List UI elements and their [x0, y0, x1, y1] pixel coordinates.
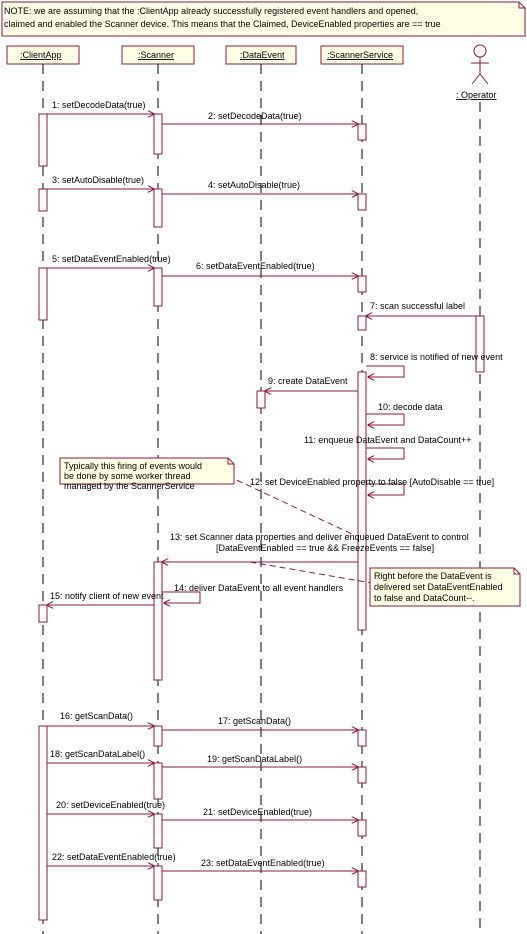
object-scanner[interactable]: :Scanner: [121, 45, 195, 65]
note-before-line3: to false and DataCount--.: [374, 593, 475, 603]
message-label-20: 20: setDeviceEnabled(true): [56, 800, 165, 810]
activation-service-3: [357, 275, 367, 293]
message-label-4: 4: setAutoDisable(true): [208, 180, 300, 190]
activation-clientapp-5: [38, 725, 48, 921]
message-label-6: 6: setDataEventEnabled(true): [196, 261, 315, 271]
message-label-7: 7: scan successful label: [370, 301, 465, 311]
note-worker-line1: Typically this firing of events would: [64, 461, 202, 471]
object-dataevent[interactable]: :DataEvent: [225, 45, 297, 65]
message-label-9: 9: create DataEvent: [268, 376, 348, 386]
object-label-scanner: :Scanner: [138, 50, 174, 60]
actor-label-operator: : Operator: [456, 90, 497, 100]
message-arrow-8: [366, 365, 405, 377]
message-label-21: 21: setDeviceEnabled(true): [203, 807, 312, 817]
note-before-line1: Right before the DataEvent is: [374, 571, 492, 581]
message-arrow-11: [366, 447, 405, 459]
object-label-clientapp: :ClientApp: [20, 50, 62, 60]
activation-service-5: [357, 371, 367, 631]
note-worker-line2: be done by some worker thread: [64, 471, 191, 481]
activation-clientapp-1: [38, 113, 48, 167]
top-note-line2: claimed and enabled the Scanner device. …: [4, 19, 441, 29]
message-label-15: 15: notify client of new event: [50, 591, 164, 601]
activation-scanner-8: [153, 865, 163, 901]
activation-service-6: [357, 729, 367, 747]
activation-service-8: [357, 819, 367, 837]
activation-clientapp-4: [38, 604, 48, 623]
message-label-23: 23: setDataEventEnabled(true): [201, 858, 325, 868]
note-before-line2: delivered set DataEventEnabled: [374, 582, 503, 592]
message-label-10: 10: decode data: [378, 402, 443, 412]
message-label-2: 2: setDecodeData(true): [208, 111, 302, 121]
message-arrow-12: [366, 483, 405, 495]
activation-clientapp-2: [38, 188, 48, 212]
activation-service-7: [357, 766, 367, 784]
note-connectors: [227, 475, 373, 584]
activation-scanner-1: [153, 113, 163, 155]
message-label-12: 12: set DeviceEnabled property to false …: [250, 477, 494, 487]
message-label-19: 19: getScanDataLabel(): [207, 754, 302, 764]
activation-dataevent-1: [256, 390, 266, 409]
message-arrow-10: [366, 413, 405, 425]
object-clientapp[interactable]: :ClientApp: [6, 45, 80, 65]
message-arrow-14: [162, 591, 201, 603]
message-label-8: 8: service is notified of new event: [370, 352, 503, 362]
message-labels: 1: setDecodeData(true) 2: setDecodeData(…: [50, 100, 503, 868]
activations: [38, 113, 485, 921]
note-worker-line3: managed by the ScannerService: [64, 481, 195, 491]
message-label-14: 14: deliver DataEvent to all event handl…: [174, 583, 344, 593]
activation-service-9: [357, 870, 367, 888]
connector-before-note: [249, 561, 373, 584]
activation-scanner-6: [153, 762, 163, 800]
message-label-1: 1: setDecodeData(true): [52, 100, 146, 110]
object-label-dataevent: :DataEvent: [240, 50, 285, 60]
message-label-11: 11: enqueue DataEvent and DataCount++: [304, 435, 471, 445]
activation-scanner-2: [153, 188, 163, 228]
message-label-22: 22: setDataEventEnabled(true): [52, 852, 176, 862]
activation-scanner-4: [153, 561, 163, 681]
top-note-line1: NOTE: we are assuming that the :ClientAp…: [4, 6, 418, 16]
object-label-scannerservice: :ScannerService: [327, 50, 393, 60]
object-scannerservice[interactable]: :ScannerService: [320, 45, 404, 65]
note-right-before: Right before the DataEvent is delivered …: [369, 567, 521, 607]
activation-operator-1: [475, 315, 485, 373]
actor-operator[interactable]: : Operator: [456, 44, 497, 100]
message-label-13b: [DataEventEnabled == true && FreezeEvent…: [216, 543, 434, 553]
activation-scanner-5: [153, 725, 163, 747]
message-label-16: 16: getScanData(): [60, 711, 133, 721]
message-label-13a: 13: set Scanner data properties and deli…: [170, 532, 469, 542]
message-label-5: 5: setDataEventEnabled(true): [52, 254, 171, 264]
message-label-17: 17: getScanData(): [218, 716, 291, 726]
activation-clientapp-3: [38, 267, 48, 321]
activation-service-4: [357, 315, 367, 331]
activation-service-1: [357, 123, 367, 141]
message-label-18: 18: getScanDataLabel(): [50, 749, 145, 759]
message-label-3: 3: setAutoDisable(true): [52, 175, 144, 185]
activation-scanner-7: [153, 813, 163, 849]
activation-service-2: [357, 193, 367, 211]
messages: [47, 114, 476, 871]
connector-worker-note: [227, 475, 353, 535]
note-worker-thread: Typically this firing of events would be…: [59, 457, 235, 491]
activation-scanner-3: [153, 267, 163, 307]
top-note: NOTE: we are assuming that the :ClientAp…: [1, 1, 526, 37]
